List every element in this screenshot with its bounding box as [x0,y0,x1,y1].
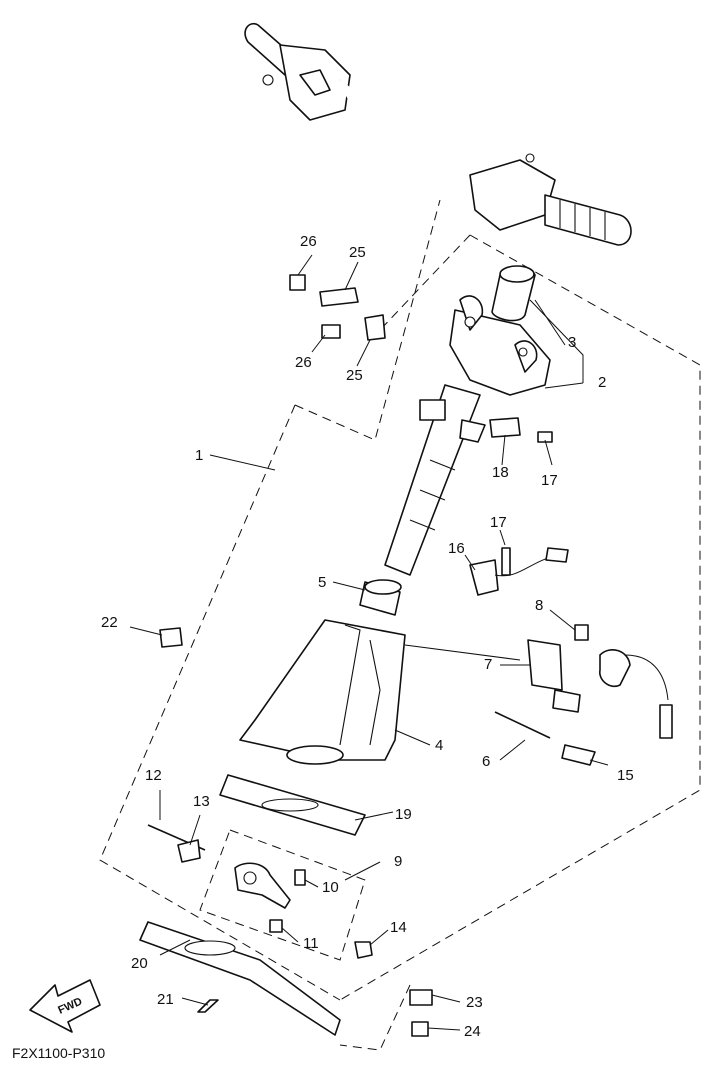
diagram-code: F2X1100-P310 [12,1045,105,1061]
callout-labels: 1 2 3 4 5 6 7 8 9 10 11 12 13 14 15 16 1… [101,233,634,1040]
switch-assembly [159,274,673,1037]
callout-16: 16 [448,540,465,557]
callout-13: 13 [193,793,210,810]
callout-7: 7 [484,656,492,673]
callout-17-upper: 17 [490,514,507,531]
callout-11: 11 [303,935,319,952]
callout-14: 14 [390,919,407,936]
callout-19: 19 [395,806,412,823]
callout-3: 3 [568,334,576,351]
callout-24: 24 [464,1023,481,1040]
callout-8: 8 [535,597,543,614]
assembly-outline-9 [199,829,366,961]
fwd-arrow: FWD [29,979,101,1033]
bushing [359,579,402,616]
cap [491,265,536,322]
assembly-outline-1 [99,199,701,1001]
callout-26-lower: 26 [295,354,312,371]
callout-17-lower: 17 [541,472,558,489]
callout-22: 22 [101,614,118,631]
steering-bracket [449,295,551,396]
callout-9: 9 [394,853,402,870]
callout-1: 1 [195,447,203,464]
callout-26-upper: 26 [300,233,317,250]
callout-20: 20 [131,955,148,972]
handlebar [244,23,632,246]
callout-10: 10 [322,879,339,896]
gasket [219,774,366,836]
callout-4: 4 [435,737,443,754]
callout-18: 18 [492,464,509,481]
steering-shaft [384,384,486,576]
callout-25-upper: 25 [349,244,366,261]
column-housing [239,619,406,765]
callout-12: 12 [145,767,162,784]
assembly-outline-23 [339,984,411,1051]
base-plate [139,921,341,1036]
callout-23: 23 [466,994,483,1011]
callout-15: 15 [617,767,634,784]
callout-5: 5 [318,574,326,591]
callout-2: 2 [598,374,606,391]
leader-lines [129,254,609,1031]
callout-25-lower: 25 [346,367,363,384]
callout-6: 6 [482,753,490,770]
callout-21: 21 [157,991,174,1008]
